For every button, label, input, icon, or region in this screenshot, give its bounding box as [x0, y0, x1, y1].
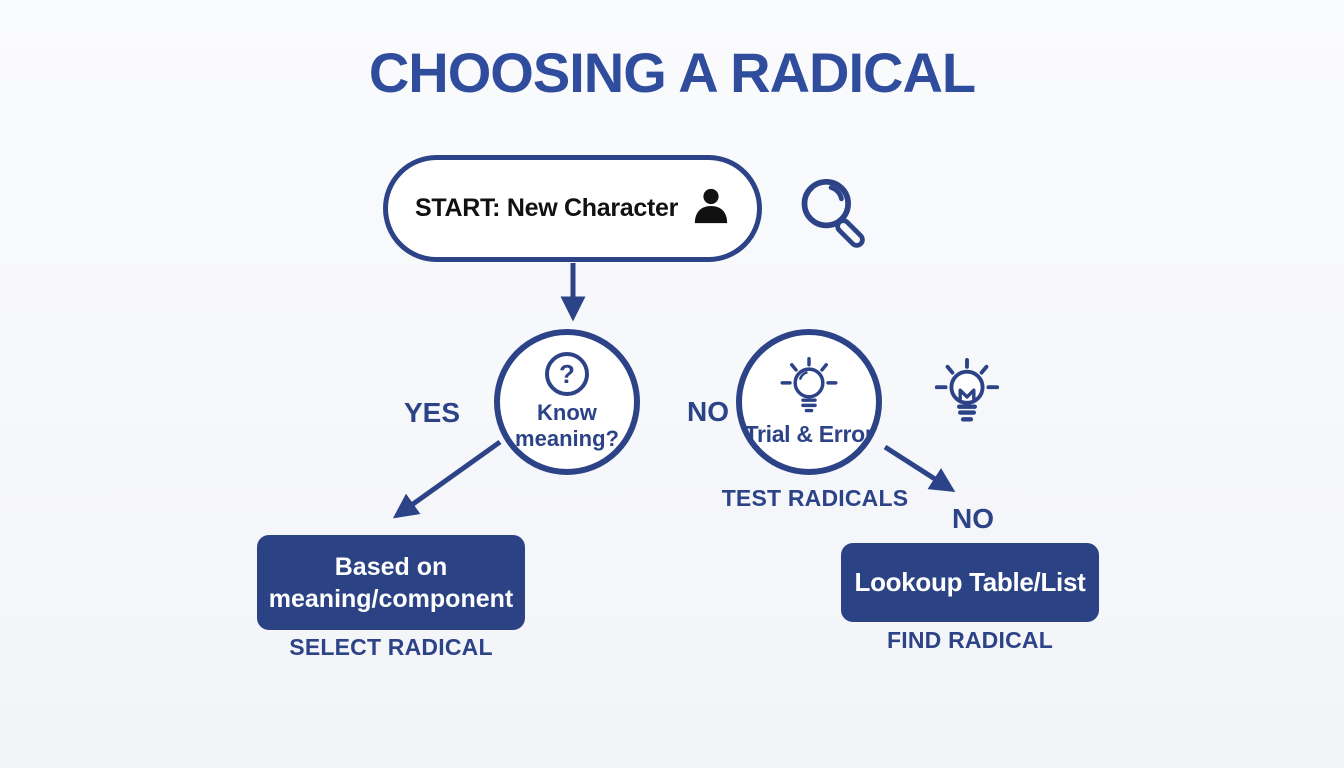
lookup-caption: FIND RADICAL: [887, 627, 1053, 653]
page-title: CHOOSING A RADICAL: [368, 41, 976, 104]
lookup-node: Lookoup Table/List: [841, 543, 1099, 622]
arrow-trial-to-lookup: [883, 444, 956, 493]
select-caption: SELECT RADICAL: [289, 634, 493, 660]
select-label-line2: meaning/component: [268, 584, 514, 613]
yes-branch-label: YES: [404, 397, 461, 428]
decision-label: Know meaning?: [515, 400, 619, 451]
select-radical-node: Based on meaning/component: [257, 535, 525, 630]
start-node: START: New Character: [383, 155, 762, 262]
lightbulb-icon: [776, 356, 842, 419]
select-label-line1: Based on: [334, 552, 448, 581]
lookup-label: Lookoup Table/List: [854, 567, 1086, 597]
lightbulb-icon: [930, 358, 1004, 439]
arrow-yes-to-select: [392, 439, 502, 519]
no-branch-label: NO: [687, 396, 729, 427]
trial-caption: TEST RADICALS: [721, 485, 909, 511]
no-branch-label-2: NO: [952, 503, 994, 534]
person-icon: [692, 187, 730, 230]
trial-node: Trial & Error: [736, 329, 882, 475]
question-icon: ?: [545, 352, 589, 397]
start-label: START: New Character: [414, 194, 679, 222]
magnifier-icon: [795, 174, 869, 261]
decision-node: ? Know meaning?: [494, 329, 640, 475]
trial-label: Trial & Error: [744, 420, 874, 447]
